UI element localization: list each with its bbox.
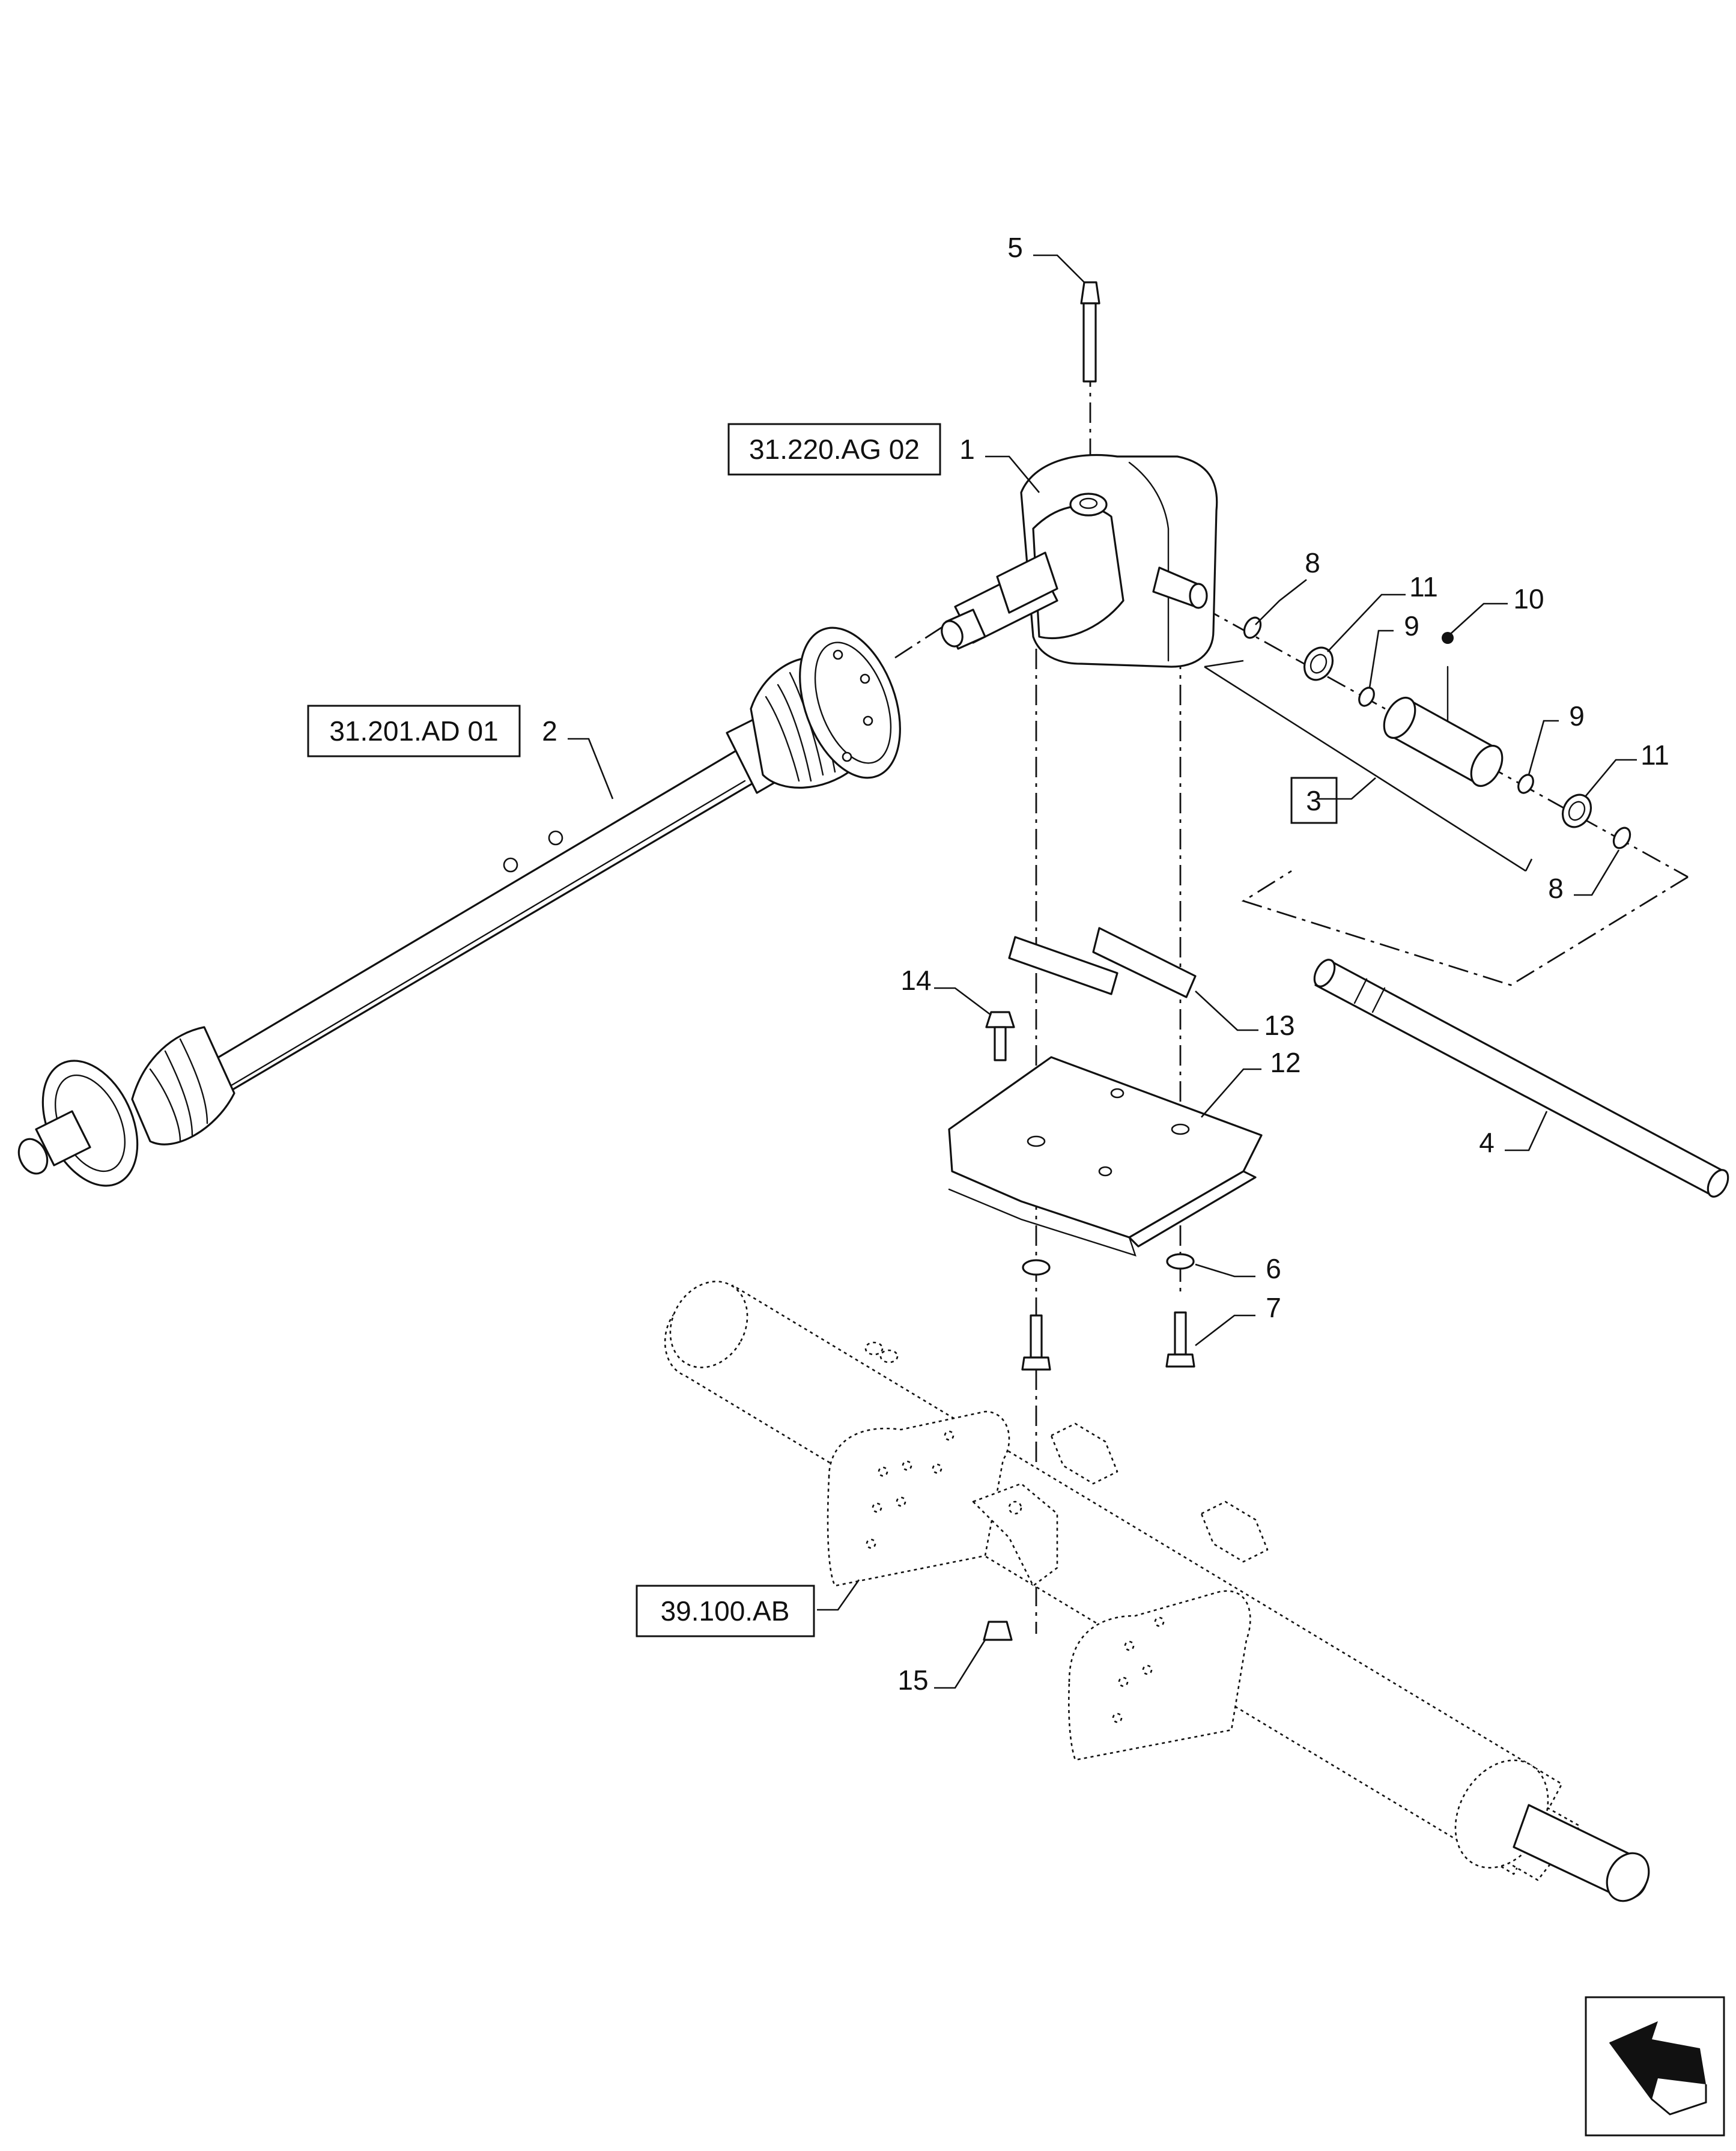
output-shaft (1313, 959, 1729, 1198)
callout-5: 5 (1007, 232, 1023, 263)
callout-13: 13 (1264, 1010, 1294, 1041)
svg-text:31.220.AG 02: 31.220.AG 02 (749, 434, 920, 465)
assembly-centerlines (894, 330, 1689, 1634)
callout-6: 6 (1266, 1253, 1281, 1284)
shims (1008, 927, 1197, 998)
callout-8a: 8 (1305, 547, 1320, 578)
callout-9b: 9 (1569, 700, 1585, 732)
fasteners (983, 1011, 1195, 1641)
reference-gearbox[interactable]: 31.220.AG 02 (727, 423, 941, 476)
mount-plate (948, 1056, 1263, 1257)
group-3-bracket (1204, 660, 1533, 872)
callout-12: 12 (1270, 1047, 1300, 1078)
frame-tube-assembly (664, 1281, 1650, 1902)
coupler-sleeve (1383, 632, 1504, 787)
callout-15: 15 (897, 1664, 928, 1696)
callout-10: 10 (1513, 583, 1544, 614)
gearbox (941, 454, 1218, 668)
callout-14: 14 (900, 965, 931, 996)
svg-text:31.201.AD 01: 31.201.AD 01 (329, 715, 498, 747)
callout-11a: 11 (1409, 571, 1438, 602)
callout-9a: 9 (1404, 610, 1419, 642)
callout-7: 7 (1266, 1292, 1281, 1323)
svg-text:3: 3 (1306, 785, 1322, 816)
callout-1: 1 (959, 434, 975, 465)
reference-frame[interactable]: 39.100.AB (636, 1585, 815, 1637)
callout-labels: 5 1 2 8 11 9 10 9 11 8 14 13 12 4 6 7 (542, 232, 1669, 1696)
callout-box-3: 3 (1290, 777, 1338, 824)
callout-11b: 11 (1640, 739, 1669, 771)
callout-4: 4 (1479, 1127, 1495, 1158)
snap-rings-and-collars (1243, 616, 1631, 849)
vent-plug (1080, 281, 1100, 383)
callout-2: 2 (542, 715, 557, 747)
reference-driveshaft[interactable]: 31.201.AD 01 (307, 705, 521, 757)
pto-driveshaft (17, 626, 901, 1187)
svg-text:39.100.AB: 39.100.AB (661, 1595, 790, 1627)
callout-8b: 8 (1548, 873, 1564, 904)
back-arrow-icon[interactable] (1585, 1996, 1725, 2137)
